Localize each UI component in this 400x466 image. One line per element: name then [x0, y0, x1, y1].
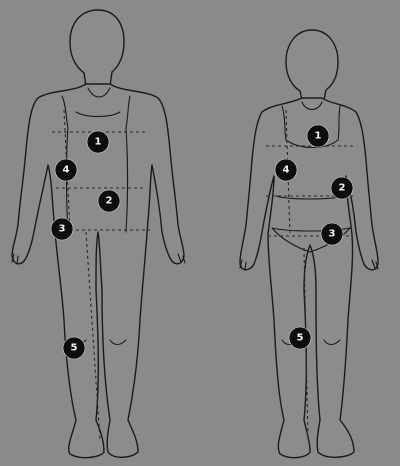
marker-label: 5	[71, 343, 78, 354]
marker-label: 5	[297, 333, 304, 344]
marker-male-3: 3	[51, 218, 73, 240]
marker-label: 1	[315, 131, 322, 142]
marker-female-4: 4	[275, 159, 297, 181]
marker-label: 4	[63, 165, 70, 176]
marker-female-5: 5	[289, 327, 311, 349]
marker-male-4: 4	[55, 159, 77, 181]
marker-label: 3	[329, 229, 336, 240]
marker-label: 3	[59, 224, 66, 235]
marker-female-1: 1	[307, 125, 329, 147]
marker-label: 4	[283, 165, 290, 176]
marker-label: 1	[95, 137, 102, 148]
marker-male-2: 2	[98, 190, 120, 212]
marker-label: 2	[339, 183, 346, 194]
marker-female-3: 3	[321, 223, 343, 245]
marker-male-5: 5	[63, 337, 85, 359]
marker-label: 2	[106, 196, 113, 207]
marker-male-1: 1	[87, 131, 109, 153]
marker-female-2: 2	[331, 177, 353, 199]
